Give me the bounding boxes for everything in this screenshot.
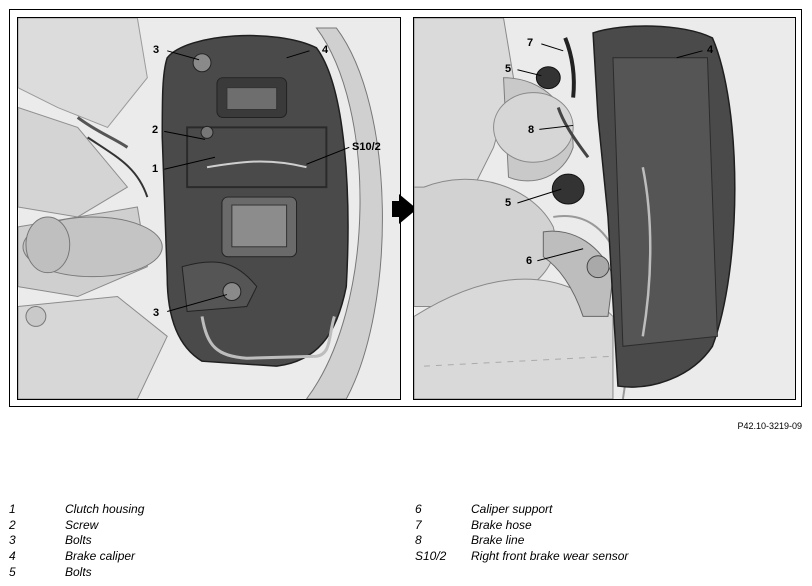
- figure-id: P42.10-3219-09: [737, 421, 802, 431]
- callout-brake-caliper: 4: [322, 44, 329, 56]
- legend-row: 4 Brake caliper: [9, 549, 144, 565]
- transition-arrow-icon: [399, 194, 417, 224]
- legend-label: Screw: [65, 517, 99, 532]
- legend-row: 8 Brake line: [415, 533, 628, 549]
- legend-row: 6 Caliper support: [415, 502, 628, 518]
- legend-number: 2: [9, 517, 16, 532]
- right-caliper-drawing: [414, 18, 795, 399]
- legend-number: 8: [415, 533, 422, 548]
- legend-number: 5: [9, 564, 16, 579]
- legend-number: 4: [9, 549, 16, 564]
- legend-label: Brake line: [471, 533, 525, 548]
- legend-row: 3 Bolts: [9, 533, 144, 549]
- legend-number: S10/2: [415, 549, 447, 564]
- callout-brake-line: 8: [528, 124, 535, 136]
- legend-label: Bolts: [65, 533, 92, 548]
- legend-row: S10/2 Right front brake wear sensor: [415, 549, 628, 565]
- legend-label: Right front brake wear sensor: [471, 549, 629, 564]
- legend-row: 7 Brake hose: [415, 518, 628, 534]
- transition-arrow-stem: [392, 201, 401, 217]
- left-illustration: 3 4 2 1 S10/2 3: [17, 17, 401, 400]
- callout-screw: 2: [152, 124, 159, 136]
- callout-brake-hose: 7: [527, 37, 534, 49]
- callout-caliper-support: 6: [526, 255, 533, 267]
- legend-number: 1: [9, 502, 16, 516]
- legend-label: Clutch housing: [65, 502, 145, 516]
- callout-brake-caliper: 4: [707, 44, 714, 56]
- callout-clutch-housing: 1: [152, 163, 159, 175]
- legend-right: 6 Caliper support 7 Brake hose 8 Brake line…: [415, 502, 628, 565]
- callout-bolts-top: 5: [505, 63, 512, 75]
- legend-label: Bolts: [65, 564, 92, 579]
- legend-label: Caliper support: [471, 502, 553, 516]
- legend-label: Brake caliper: [65, 549, 136, 564]
- callout-bolts-bottom: 3: [153, 307, 160, 319]
- legend-number: 3: [9, 533, 16, 548]
- callout-bolts-bottom: 5: [505, 197, 512, 209]
- legend-label: Brake hose: [471, 517, 532, 532]
- legend-number: 7: [415, 517, 422, 532]
- legend-row: 1 Clutch housing: [9, 502, 144, 518]
- legend-number: 6: [415, 502, 422, 516]
- left-caliper-drawing: [18, 18, 400, 399]
- callout-wear-sensor: S10/2: [352, 141, 381, 153]
- legend-row: 2 Screw: [9, 518, 144, 534]
- right-illustration: 7 5 4 8 5 6: [413, 17, 796, 400]
- legend-row: 5 Bolts: [9, 565, 144, 581]
- callout-bolts-top: 3: [153, 44, 160, 56]
